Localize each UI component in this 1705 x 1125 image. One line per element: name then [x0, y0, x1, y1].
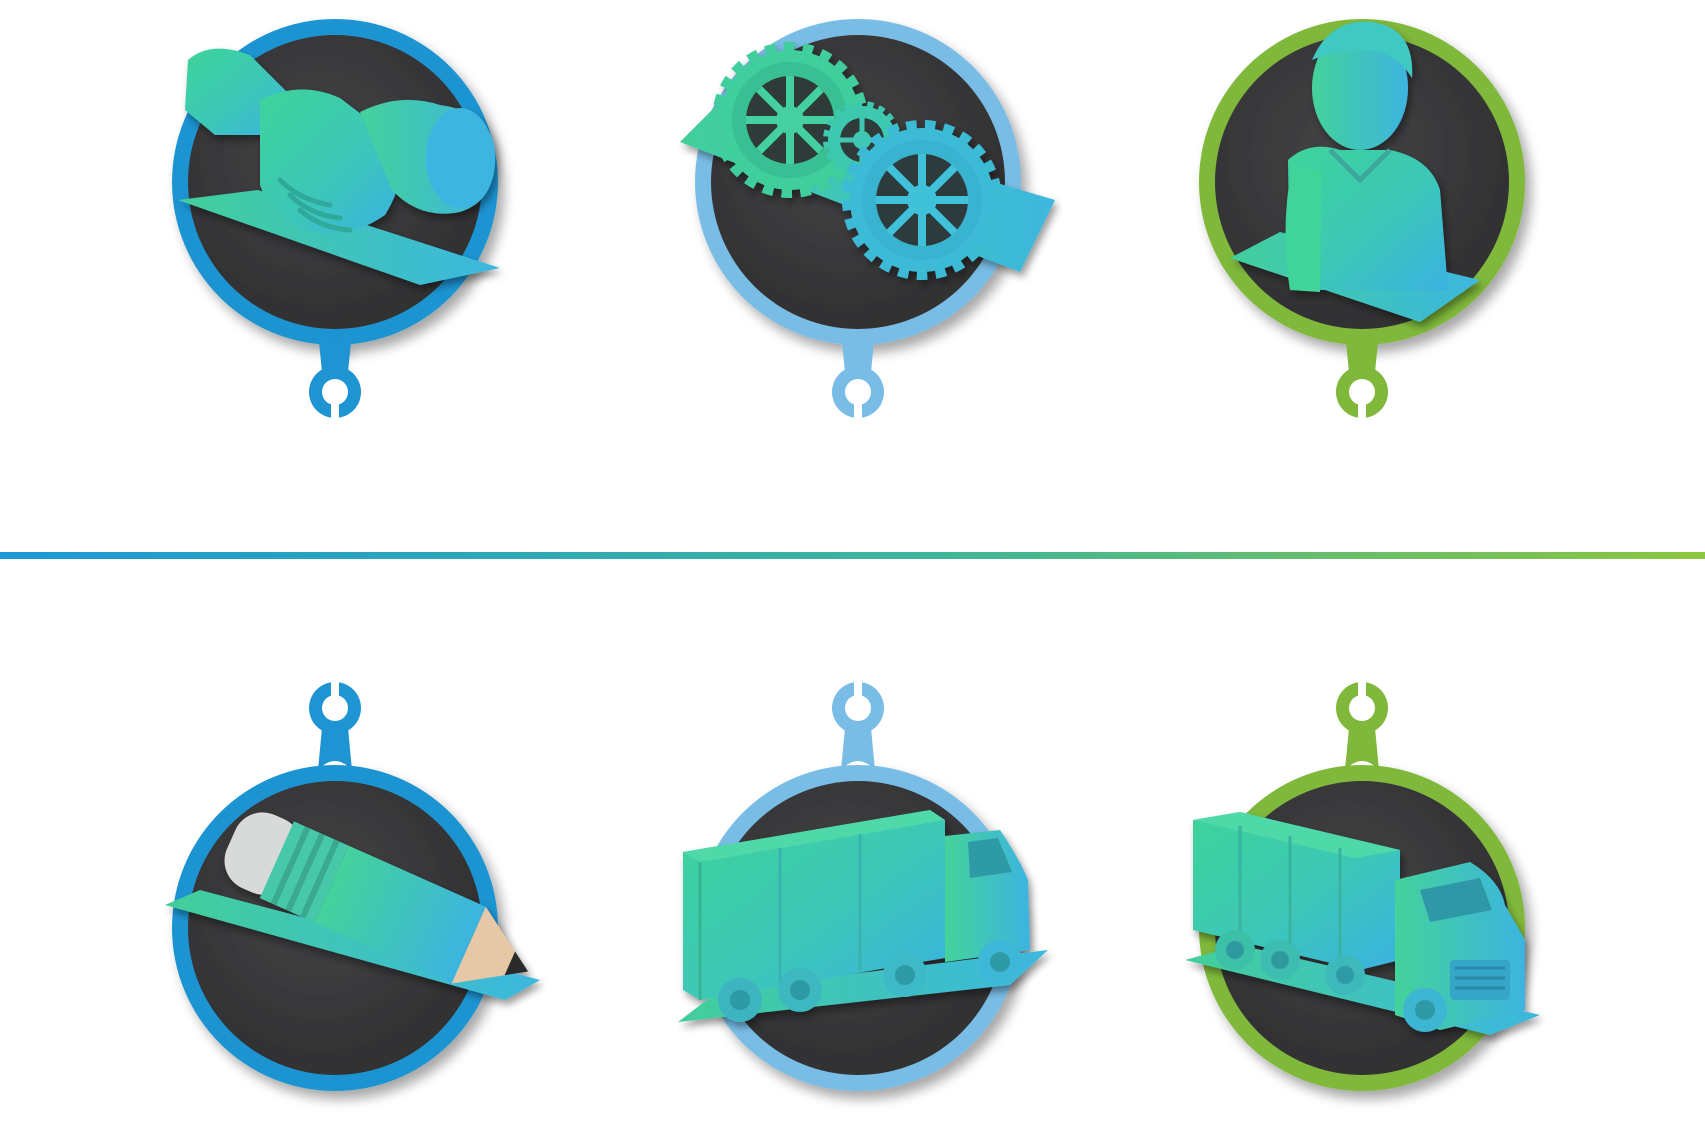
pin-connector: [832, 332, 884, 420]
pin-connector: [309, 332, 361, 420]
person-bust-icon: [1230, 21, 1480, 322]
box-truck-side-icon: [678, 810, 1048, 1022]
pin-connector: [1336, 332, 1388, 420]
milestone-top-3: [1199, 19, 1525, 420]
pin-connector: [1336, 680, 1388, 770]
handshake-icon: [178, 48, 500, 285]
gears-icon: [680, 42, 1055, 280]
timeline-line: [0, 552, 1705, 559]
box-truck-front-icon: [1185, 812, 1540, 1035]
milestone-top-1: [172, 19, 500, 420]
pin-connector: [309, 680, 361, 770]
milestone-bottom-2: [678, 680, 1048, 1091]
milestone-top-2: [680, 19, 1055, 420]
milestone-bottom-1: [165, 680, 540, 1091]
gear-large-right: [842, 120, 1002, 280]
gear-large-left: [712, 42, 868, 198]
milestone-bottom-3: [1185, 680, 1540, 1091]
pin-connector: [832, 680, 884, 770]
pencil-icon: [165, 812, 540, 1000]
